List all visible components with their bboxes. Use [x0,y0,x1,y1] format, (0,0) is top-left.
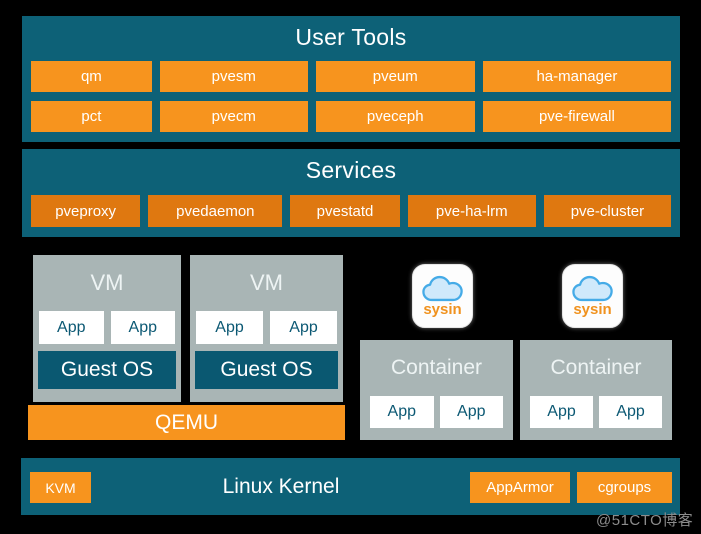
site-watermark: @51CTO博客 [596,512,694,529]
vm-1-guest-os: Guest OS [38,351,176,389]
vm-1-apps: App App [39,311,175,344]
vm-2-apps: App App [196,311,337,344]
vm-1-app-1: App [39,311,104,344]
sysin-label: sysin [573,300,612,318]
tool-pvecm: pvecm [159,101,308,132]
tool-ha-manager: ha-manager [482,61,671,92]
services-title: Services [305,157,397,183]
linux-kernel-title: Linux Kernel [222,474,340,498]
vm-2-app-2: App [270,311,337,344]
services-panel: Services pveproxy pvedaemon pvestatd pve… [22,149,680,237]
sysin-label: sysin [423,300,462,318]
container-box-1: Container App App [360,340,513,440]
container-2-app-1: App [530,396,593,428]
qemu-bar: QEMU [28,405,345,440]
user-tools-title: User Tools [295,24,407,50]
linux-kernel-panel: KVM Linux Kernel AppArmor cgroups [21,458,680,515]
tool-pve-firewall: pve-firewall [482,101,671,132]
services-grid: pveproxy pvedaemon pvestatd pve-ha-lrm p… [31,195,671,227]
tool-pct: pct [31,101,152,132]
vm-box-1: VM App App Guest OS [33,255,181,402]
cloud-icon [421,275,463,301]
container-2-apps: App App [530,396,662,428]
vm-2-guest-os: Guest OS [195,351,338,389]
cgroups-button: cgroups [577,472,672,503]
container-1-app-1: App [370,396,434,428]
container-1-title: Container [390,356,483,379]
container-1-app-2: App [439,396,503,428]
container-1-apps: App App [370,396,503,428]
service-pve-cluster: pve-cluster [543,195,671,227]
service-pvestatd: pvestatd [290,195,400,227]
user-tools-grid: qm pvesm pveum ha-manager pct pvecm pvec… [31,61,671,132]
user-tools-panel: User Tools qm pvesm pveum ha-manager pct… [22,16,680,142]
service-pvedaemon: pvedaemon [148,195,283,227]
tool-pveceph: pveceph [315,101,475,132]
container-2-title: Container [550,356,642,379]
service-pveproxy: pveproxy [31,195,141,227]
kvm-button: KVM [30,472,91,503]
tool-pveum: pveum [315,61,475,92]
vm-2-app-1: App [196,311,263,344]
container-2-app-2: App [599,396,662,428]
vm-1-title: VM [90,270,124,295]
vm-1-app-2: App [110,311,175,344]
vm-box-2: VM App App Guest OS [190,255,343,402]
cloud-icon [571,275,613,301]
vm-2-title: VM [250,270,283,295]
sysin-watermark-badge-2: sysin [562,264,623,328]
tool-qm: qm [31,61,152,92]
apparmor-button: AppArmor [470,472,570,503]
container-box-2: Container App App [520,340,672,440]
service-pve-ha-lrm: pve-ha-lrm [407,195,536,227]
tool-pvesm: pvesm [159,61,308,92]
sysin-watermark-badge-1: sysin [412,264,473,328]
